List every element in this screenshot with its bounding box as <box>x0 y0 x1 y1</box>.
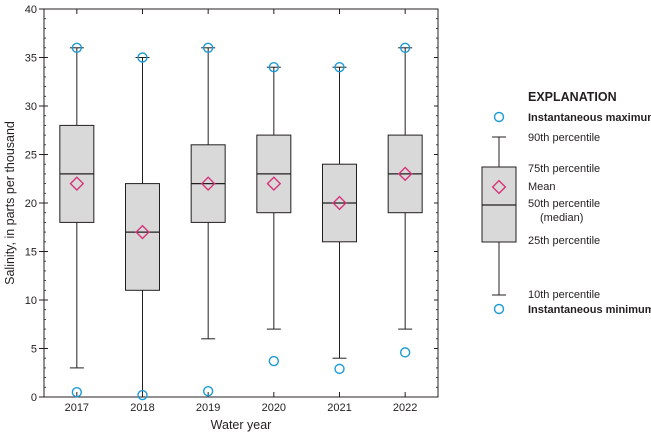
instantaneous-min-2019 <box>202 385 214 397</box>
x-tick-label-2017: 2017 <box>65 402 89 414</box>
box-group-2017: 2017 <box>59 9 95 414</box>
explanation-legend: EXPLANATION Instantaneous maximum 90th p… <box>481 90 651 316</box>
box-group-2018: 2018 <box>125 9 160 414</box>
x-tick-label-2020: 2020 <box>262 402 286 414</box>
instantaneous-max-2020 <box>268 61 280 73</box>
mean-marker-2019 <box>200 176 216 191</box>
y-tick-label: 20 <box>25 198 37 210</box>
y-tick-label: 10 <box>25 295 37 307</box>
box-group-2021: 2021 <box>322 9 357 414</box>
y-tick-label: 25 <box>25 150 37 162</box>
x-tick-label-2019: 2019 <box>196 402 220 414</box>
box-group-2022: 2022 <box>387 9 423 414</box>
explanation-title: EXPLANATION <box>528 90 617 104</box>
y-axis-title: Salinity, in parts per thousand <box>3 121 17 285</box>
mean-marker-2018 <box>135 224 150 240</box>
instantaneous-max-2022 <box>399 42 411 53</box>
x-tick-label-2022: 2022 <box>393 402 417 414</box>
y-tick-label: 30 <box>25 101 37 113</box>
mean-marker-2021 <box>332 195 347 211</box>
x-tick-label-2018: 2018 <box>130 402 154 414</box>
instantaneous-min-2020 <box>268 355 280 367</box>
iqr-box-2018 <box>125 183 160 291</box>
y-tick-label: 0 <box>31 392 37 404</box>
legend-instantaneous-minimum-label: Instantaneous minimum <box>528 304 651 316</box>
plot-frame <box>43 8 439 398</box>
instantaneous-max-2017 <box>71 42 83 53</box>
box-group-2019: 2019 <box>190 9 226 414</box>
legend-instantaneous-maximum-label: Instantaneous maximum <box>528 112 651 124</box>
instantaneous-max-2021 <box>334 61 345 73</box>
instantaneous-min-2021 <box>334 363 345 375</box>
instantaneous-min-2017 <box>71 386 83 398</box>
legend-75th-label: 75th percentile <box>528 163 600 175</box>
legend-90th-label: 90th percentile <box>528 132 600 144</box>
box-group-2020: 2020 <box>256 9 292 414</box>
x-axis-title: Water year <box>211 418 272 432</box>
legend-instantaneous-minimum-marker <box>493 303 505 315</box>
y-tick-label: 35 <box>25 53 37 65</box>
instantaneous-max-2019 <box>202 42 214 53</box>
legend-mean-label: Mean <box>528 181 556 193</box>
instantaneous-min-2018 <box>137 389 148 401</box>
y-tick-label: 5 <box>31 344 37 356</box>
y-tick-label: 15 <box>25 247 37 259</box>
legend-median-label-line2: (median) <box>540 212 583 224</box>
y-tick-label: 40 <box>25 4 37 16</box>
mean-marker-2020 <box>266 176 282 191</box>
instantaneous-min-2022 <box>399 347 411 358</box>
mean-marker-2017 <box>69 176 85 191</box>
mean-marker-2022 <box>397 166 413 182</box>
legend-median-label-line1: 50th percentile <box>528 198 600 210</box>
legend-mean-marker <box>491 179 507 195</box>
legend-25th-label: 25th percentile <box>528 235 600 247</box>
legend-10th-label: 10th percentile <box>528 289 600 301</box>
x-tick-label-2021: 2021 <box>327 402 351 414</box>
instantaneous-max-2018 <box>137 52 148 63</box>
legend-instantaneous-maximum-marker <box>493 111 505 123</box>
